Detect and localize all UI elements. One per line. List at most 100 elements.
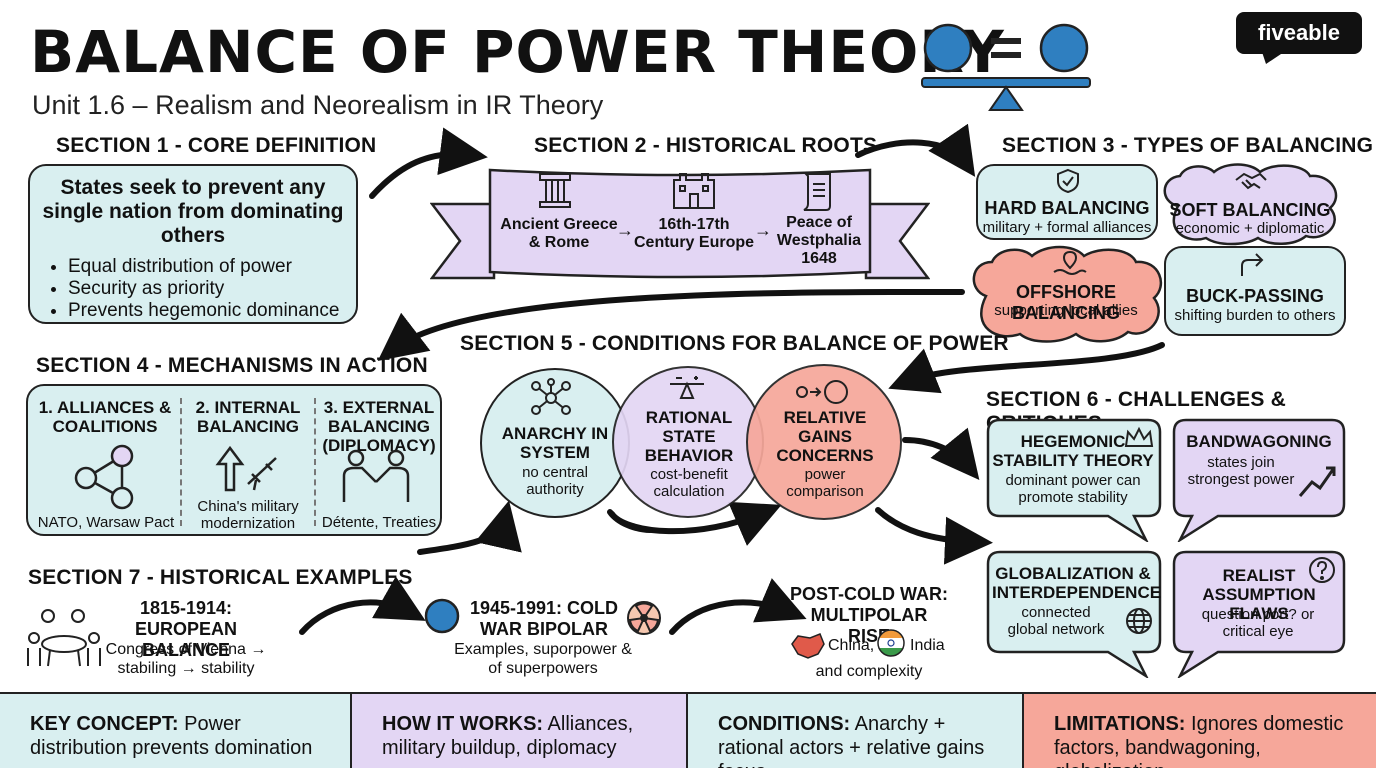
footer-key-concept-text: Power distribution prevents domination xyxy=(30,713,313,759)
mechanism-external-title: 3. EXTERNAL BALANCING (DIPLOMACY) xyxy=(322,398,436,455)
footer-conditions-label: CONDITIONS: xyxy=(718,713,851,735)
trend-up-icon xyxy=(1298,466,1336,497)
example-multipolar-tail: and complexity xyxy=(815,663,923,680)
conference-table-icon xyxy=(27,609,101,667)
handshake-icon xyxy=(1235,172,1267,190)
buck-passing-title: BUCK-PASSING xyxy=(1186,286,1324,306)
section1-heading: SECTION 1 - CORE DEFINITION xyxy=(56,134,377,157)
anarchy-title: ANARCHY IN SYSTEM xyxy=(501,424,609,462)
hard-balancing-box: HARD BALANCING military + formal allianc… xyxy=(976,164,1158,240)
footer-conditions-text: Anarchy + rational actors + relative gai… xyxy=(718,713,985,768)
stage-arrow: → xyxy=(754,220,772,240)
offshore-balancing-sub: supporting local allies xyxy=(994,302,1138,319)
globe-icon xyxy=(1126,608,1152,634)
footer-key-concept: KEY CONCEPT: Power distribution prevents… xyxy=(0,692,352,768)
section2-heading: SECTION 2 - HISTORICAL ROOTS xyxy=(534,134,878,157)
example-multipolar-china: China, xyxy=(828,637,875,654)
mechanisms-divider xyxy=(180,398,182,526)
brand-logo-tail-icon xyxy=(1262,52,1284,64)
stage-early-modern: 16th-17th Century Europe xyxy=(634,216,755,251)
network-nodes-icon xyxy=(74,444,134,510)
flow-arrows xyxy=(299,123,1165,635)
pass-arrow-icon xyxy=(1241,253,1264,276)
stage-arrow: → xyxy=(616,220,634,240)
section3-heading: SECTION 3 - TYPES OF BALANCING xyxy=(1002,134,1374,157)
core-definition-bullet: Prevents hegemonic dominance xyxy=(68,300,344,321)
core-definition-box: States seek to prevent any single nation… xyxy=(28,164,358,324)
soft-balancing-title: SOFT BALANCING xyxy=(1169,200,1331,220)
core-definition-bullet: Security as priority xyxy=(68,278,344,299)
hard-balancing-sub: military + formal alliances xyxy=(982,219,1152,236)
footer-conditions: CONDITIONS: Anarchy + rational actors + … xyxy=(688,692,1024,768)
mechanisms-box: 1. ALLIANCES & COALITIONS 2. INTERNAL BA… xyxy=(26,384,442,536)
realist-flaws-speech-bubble xyxy=(1172,550,1346,678)
china-map-icon xyxy=(791,633,825,659)
mechanism-external-example: Détente, Treaties xyxy=(321,514,437,531)
stage-westphalia: Peace of Westphalia 1648 xyxy=(776,214,862,267)
hard-balancing-title: HARD BALANCING xyxy=(984,198,1150,218)
footer-limitations: LIMITATIONS: Ignores domestic factors, b… xyxy=(1024,692,1376,768)
mechanism-internal-example: China's military modernization xyxy=(197,498,299,532)
balance-scale-icon xyxy=(921,23,1091,111)
rational-behavior-title: RATIONAL STATE BEHAVIOR xyxy=(644,408,734,465)
relative-gains-sub: power comparison xyxy=(786,466,864,500)
mechanism-internal-title: 2. INTERNAL BALANCING xyxy=(195,398,301,436)
page-title: BALANCE OF POWER THEORY xyxy=(30,18,1005,86)
example-european-sub: Congress of Vienna → stabiling → stabili… xyxy=(105,641,267,677)
core-definition-lead: States seek to prevent any single nation… xyxy=(42,176,344,247)
hegemonic-speech-bubble xyxy=(986,418,1162,542)
footer-how-it-works-label: HOW IT WORKS: xyxy=(382,713,544,735)
section7-heading: SECTION 7 - HISTORICAL EXAMPLES xyxy=(28,566,413,589)
treaty-scroll-icon xyxy=(803,173,831,211)
example-european-title: 1815-1914: EUROPEAN BALANCE xyxy=(134,598,237,660)
footer-key-concept-label: KEY CONCEPT: xyxy=(30,713,179,735)
decentralized-network-icon xyxy=(531,378,571,415)
globalization-title: GLOBALIZATION & INTERDEPENDENCE xyxy=(992,564,1162,602)
page-subtitle: Unit 1.6 – Realism and Neorealism in IR … xyxy=(32,90,604,120)
anarchy-sub: no central authority xyxy=(522,464,588,498)
buck-passing-sub: shifting burden to others xyxy=(1174,307,1336,324)
stage-ancient: Ancient Greece & Rome xyxy=(500,216,618,251)
relative-gains-circle xyxy=(746,364,902,520)
globalization-speech-bubble xyxy=(986,550,1162,678)
rational-behavior-sub: cost-benefit calculation xyxy=(650,466,728,500)
realist-flaws-title: REALIST ASSUMPTION FLAWS xyxy=(1202,566,1316,623)
cost-benefit-scale-icon xyxy=(670,376,704,399)
brand-logo: fiveable xyxy=(1236,12,1362,54)
bandwagoning-title: BANDWAGONING xyxy=(1186,432,1332,451)
bandwagoning-sub: states join strongest power xyxy=(1187,454,1295,488)
footer-limitations-label: LIMITATIONS: xyxy=(1054,713,1186,735)
military-buildup-icon xyxy=(215,445,277,492)
example-coldwar-title: 1945-1991: COLD WAR BIPOLAR xyxy=(469,598,619,639)
section4-heading: SECTION 4 - MECHANISMS IN ACTION xyxy=(36,354,428,377)
example-coldwar-sub: Examples, suporpower & of superpowers xyxy=(454,641,632,677)
example-multipolar-india: India xyxy=(910,637,945,654)
footer-how-it-works: HOW IT WORKS: Alliances, military buildu… xyxy=(352,692,688,768)
core-definition-list: Equal distribution of power Security as … xyxy=(42,256,344,321)
historical-roots-ribbon xyxy=(430,168,930,280)
section5-heading: SECTION 5 - CONDITIONS FOR BALANCE OF PO… xyxy=(460,332,1009,355)
bandwagoning-speech-bubble xyxy=(1172,418,1346,542)
crown-icon xyxy=(1124,426,1154,447)
globalization-sub: connected global network xyxy=(1007,604,1105,638)
mechanism-alliances-example: NATO, Warsaw Pact xyxy=(37,514,175,531)
diplomacy-handshake-icon xyxy=(342,449,410,502)
map-pin-icon xyxy=(1053,250,1087,275)
question-icon xyxy=(1309,557,1335,583)
hegemonic-sub: dominant power can promote stability xyxy=(1005,472,1141,506)
relative-gains-title: RELATIVE GAINS CONCERNS xyxy=(776,408,874,465)
india-flag-icon xyxy=(877,629,905,657)
shield-icon xyxy=(1057,168,1079,194)
power-comparison-icon xyxy=(796,380,848,404)
soft-balancing-sub: economic + diplomatic xyxy=(1175,220,1325,237)
anarchy-circle xyxy=(480,368,630,518)
footer-limitations-text: Ignores domestic factors, bandwagoning, … xyxy=(1054,713,1344,768)
realist-flaws-sub: question port? or critical eye xyxy=(1201,606,1315,640)
mechanisms-divider xyxy=(314,398,316,526)
greek-column-icon xyxy=(539,173,571,208)
mechanism-alliances-title: 1. ALLIANCES & COALITIONS xyxy=(38,398,172,436)
superpower-globe-icon xyxy=(424,598,460,634)
core-definition-bullet: Equal distribution of power xyxy=(68,256,344,277)
radiation-icon xyxy=(627,601,661,635)
offshore-balancing-title: OFFSHORE BALANCING xyxy=(1012,282,1120,323)
